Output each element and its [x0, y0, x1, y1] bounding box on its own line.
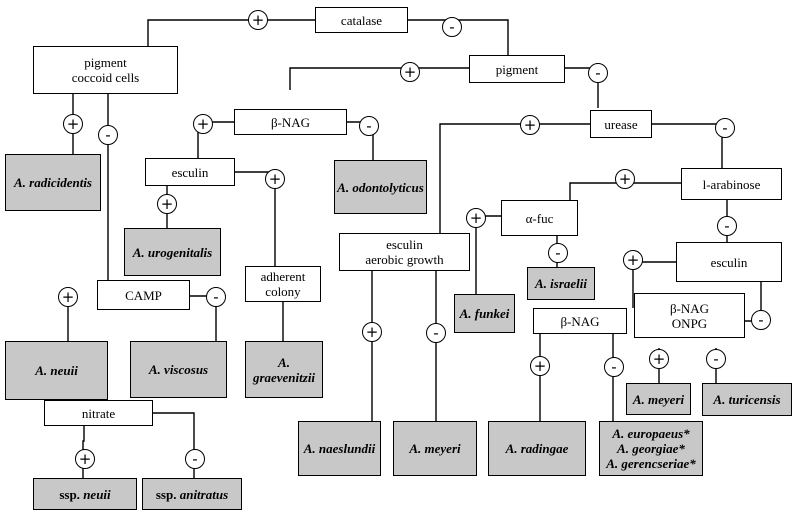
plus-sign-esculin-left: +: [157, 194, 177, 214]
result-israelii: A. israelii: [527, 267, 595, 300]
minus-sign-esculin-right: -: [751, 310, 771, 330]
minus-sign-catalase: -: [442, 17, 462, 37]
plus-sign-pigment: +: [400, 62, 420, 82]
plus-sign-adherent: +: [265, 169, 285, 189]
minus-sign-nitrate: -: [185, 449, 205, 469]
plus-sign-esculin-right: +: [623, 250, 643, 270]
esculin-right-box: esculin: [676, 242, 782, 282]
pigment-box: pigment: [469, 55, 565, 83]
result-turicensis: A. turicensis: [702, 383, 792, 416]
result-radicidentis: A. radicidentis: [5, 154, 101, 211]
minus-sign-alpha-fuc: -: [548, 243, 568, 263]
result-ssp-neuii: ssp. neuii: [33, 478, 137, 510]
plus-sign-catalase: +: [248, 10, 268, 30]
minus-sign-urease: -: [715, 118, 735, 138]
result-graevenitzii: A. graevenitzii: [245, 341, 323, 398]
result-odontolyticus: A. odontolyticus: [334, 160, 427, 214]
result-urogenitalis: A. urogenitalis: [124, 228, 221, 276]
minus-sign-l-arabinose: -: [717, 216, 737, 236]
plus-sign-l-arabinose: +: [615, 169, 635, 189]
esculin-left-box: esculin: [145, 158, 235, 186]
result-funkei: A. funkei: [454, 294, 515, 333]
result-ssp-anitratus: ssp. anitratus: [142, 478, 242, 510]
minus-sign-pigment-coccoid: -: [98, 125, 118, 145]
plus-sign-pigment-coccoid: +: [63, 114, 83, 134]
result-naeslundii: A. naeslundii: [298, 421, 381, 476]
result-radingae: A. radingae: [488, 421, 586, 476]
l-arabinose-box: l-arabinose: [681, 168, 782, 200]
plus-sign-nitrate: +: [75, 449, 95, 469]
beta-nag-box: β-NAG: [234, 109, 347, 135]
nitrate-box: nitrate: [44, 400, 153, 426]
minus-sign-beta-nag: -: [359, 116, 379, 136]
minus-sign-beta-nag-right: -: [604, 357, 624, 377]
minus-sign-camp: -: [206, 287, 226, 307]
plus-sign-beta-nag: +: [193, 114, 213, 134]
minus-sign-beta-nag-onpg: -: [706, 349, 726, 369]
plus-sign-beta-nag-onpg: +: [649, 349, 669, 369]
minus-sign-pigment: -: [588, 63, 608, 83]
plus-sign-urease: +: [520, 115, 540, 135]
minus-sign-esculin-aerobic: -: [426, 323, 446, 343]
plus-sign-camp: +: [58, 287, 78, 307]
urease-box: urease: [590, 110, 652, 138]
result-neuii: A. neuii: [5, 341, 108, 400]
alpha-fuc-box: α-fuc: [501, 200, 578, 236]
beta-nag-right-box: β-NAG: [533, 308, 627, 334]
plus-sign-alpha-fuc: +: [466, 208, 486, 228]
catalase-box: catalase: [315, 7, 408, 33]
camp-box: CAMP: [97, 280, 190, 310]
result-meyeri-mid: A. meyeri: [393, 421, 477, 476]
plus-sign-esculin-aerobic: +: [362, 322, 382, 342]
plus-sign-beta-nag-right: +: [530, 356, 550, 376]
result-europaeus-georgiae-gerencseriae: A. europaeus*A. georgiae*A. gerencseriae…: [599, 421, 703, 476]
result-meyeri-right: A. meyeri: [626, 383, 691, 415]
result-viscosus: A. viscosus: [130, 341, 227, 398]
